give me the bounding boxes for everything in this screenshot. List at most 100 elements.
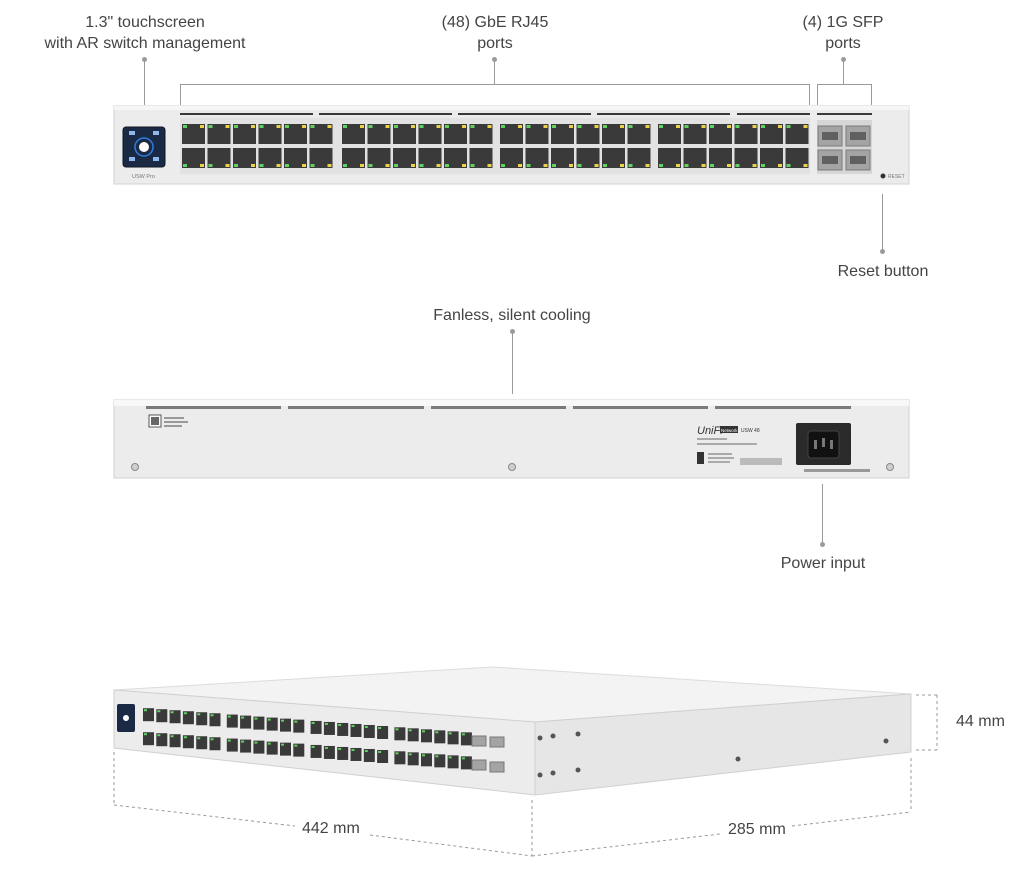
port-led xyxy=(411,164,415,167)
iso-port-led xyxy=(338,723,342,726)
sfp-callout-label: (4) 1G SFP ports xyxy=(802,14,884,52)
port-led xyxy=(208,125,213,128)
rj45-port xyxy=(785,124,809,144)
iso-rj45-port xyxy=(169,710,181,724)
port-led xyxy=(343,164,347,167)
rj45-port xyxy=(602,124,625,144)
iso-port-led xyxy=(197,737,201,740)
iso-port-led xyxy=(254,717,258,720)
iso-port-led xyxy=(254,741,258,744)
iso-port-led xyxy=(461,733,465,736)
port-led xyxy=(385,125,390,128)
iso-port-led xyxy=(170,735,174,738)
iso-port-led xyxy=(351,748,355,751)
iso-rj45-port xyxy=(407,728,419,742)
reset-button xyxy=(880,173,886,179)
port-led xyxy=(487,164,492,167)
iso-port-led xyxy=(378,726,382,729)
rear-screw-left xyxy=(131,463,139,471)
iso-rj45-port xyxy=(447,755,459,769)
rj45-port xyxy=(683,124,707,144)
port-led xyxy=(659,125,663,128)
port-led xyxy=(543,164,548,167)
port-led xyxy=(645,164,650,167)
iso-rj45-port xyxy=(226,714,238,728)
rear-model-text: USW 48 xyxy=(741,428,760,434)
port-led xyxy=(518,125,522,128)
port-led xyxy=(569,125,573,128)
port-led xyxy=(518,164,522,167)
port-led xyxy=(684,164,689,167)
iso-rj45-port xyxy=(377,749,389,763)
port-led xyxy=(445,164,449,167)
iso-port-led xyxy=(241,740,245,743)
iso-port-led xyxy=(170,711,174,714)
port-led xyxy=(676,164,680,167)
rj45-port xyxy=(525,148,549,168)
rear-screw-center xyxy=(508,463,516,471)
iso-port-led xyxy=(378,750,382,753)
iso-port-led xyxy=(395,752,399,755)
rj45-port xyxy=(576,124,600,144)
port-led xyxy=(727,164,731,167)
iso-rj45-port xyxy=(310,720,322,734)
iso-port-led xyxy=(311,745,315,748)
port-led xyxy=(462,164,466,167)
iso-port-led xyxy=(183,712,187,715)
port-led xyxy=(594,164,599,167)
cooling-callout-label: Fanless, silent cooling xyxy=(433,307,591,324)
iso-rj45-port xyxy=(421,753,432,767)
port-led xyxy=(603,164,607,167)
rear-screw-right xyxy=(886,463,894,471)
sfp-bracket xyxy=(817,84,872,85)
iso-view xyxy=(113,666,938,857)
port-led xyxy=(803,125,808,128)
rj45-port xyxy=(658,124,681,144)
cooling-leader-dot xyxy=(510,329,515,334)
touchscreen-leader-dot xyxy=(142,57,147,62)
iso-rj45-port xyxy=(394,727,406,741)
touchscreen xyxy=(122,126,166,168)
iso-rj45-port xyxy=(240,739,252,753)
sfp-bracket-left xyxy=(817,84,818,105)
rj45-port xyxy=(309,148,333,168)
sfp-leader-line xyxy=(843,60,844,84)
port-led xyxy=(470,125,475,128)
iso-port-led xyxy=(364,725,368,728)
rj45-port xyxy=(367,148,391,168)
iso-rj45-port xyxy=(253,740,265,754)
iso-touchscreen xyxy=(117,704,135,732)
rj45-port xyxy=(418,124,442,144)
rj45-callout-label: (48) GbE RJ45 ports xyxy=(441,14,549,52)
iso-rj45-port xyxy=(182,711,194,725)
rj45-port xyxy=(469,148,493,168)
port-led xyxy=(487,125,492,128)
port-led xyxy=(251,125,255,128)
rj45-port xyxy=(525,124,549,144)
iso-rj45-port xyxy=(156,733,168,747)
port-led xyxy=(302,125,306,128)
iso-port-led xyxy=(281,743,284,746)
rj45-port xyxy=(309,124,333,144)
iso-rj45-port xyxy=(293,743,305,757)
iso-rj45-port xyxy=(280,718,291,732)
port-led xyxy=(628,164,633,167)
port-led xyxy=(676,125,680,128)
rj45-port xyxy=(342,148,365,168)
iso-port-led xyxy=(157,734,161,737)
rj45-port xyxy=(760,124,783,144)
rj45-port xyxy=(258,124,282,144)
port-led xyxy=(208,164,213,167)
iso-port-led xyxy=(448,732,452,735)
iso-rj45-port xyxy=(377,725,389,739)
sfp-bracket-right xyxy=(871,84,872,105)
iso-port-led xyxy=(461,757,465,760)
iso-port-led xyxy=(294,744,298,747)
port-led xyxy=(552,164,556,167)
port-led xyxy=(526,164,531,167)
iso-rj45-port xyxy=(169,734,181,748)
port-led xyxy=(368,125,373,128)
port-led xyxy=(183,164,187,167)
port-led xyxy=(436,125,441,128)
